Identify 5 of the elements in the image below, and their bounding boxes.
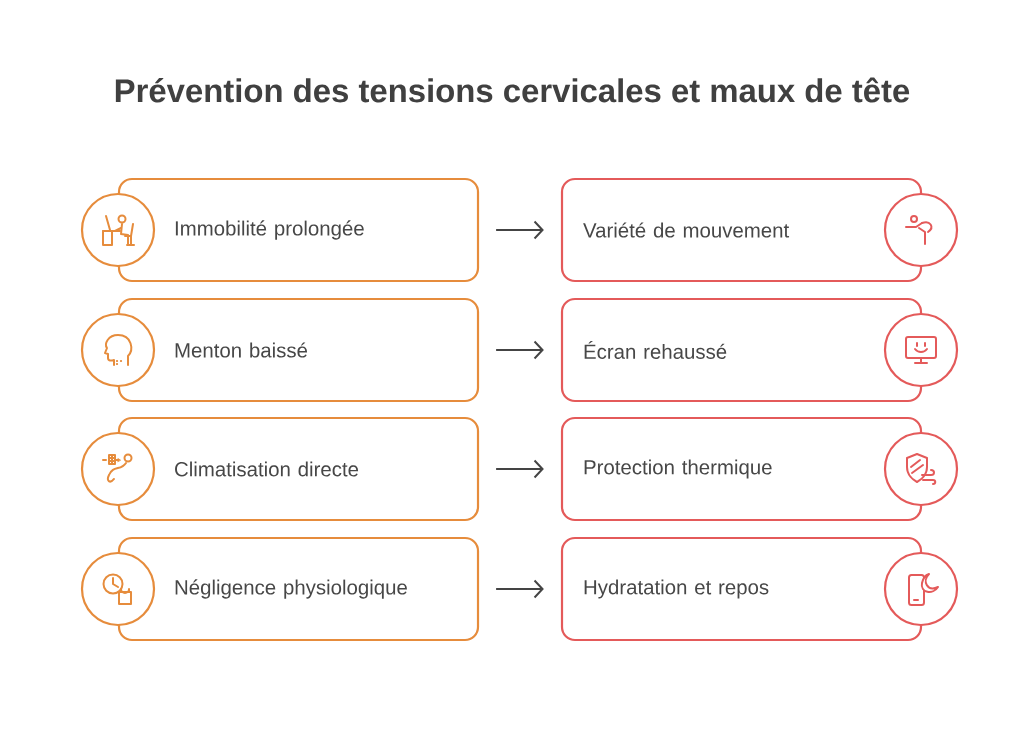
arrow (495, 579, 544, 599)
arrow (495, 340, 544, 360)
title: Prévention des tensions cervicales et maux de tête (115, 77, 910, 103)
arrow (495, 220, 544, 240)
arrow (495, 459, 544, 479)
